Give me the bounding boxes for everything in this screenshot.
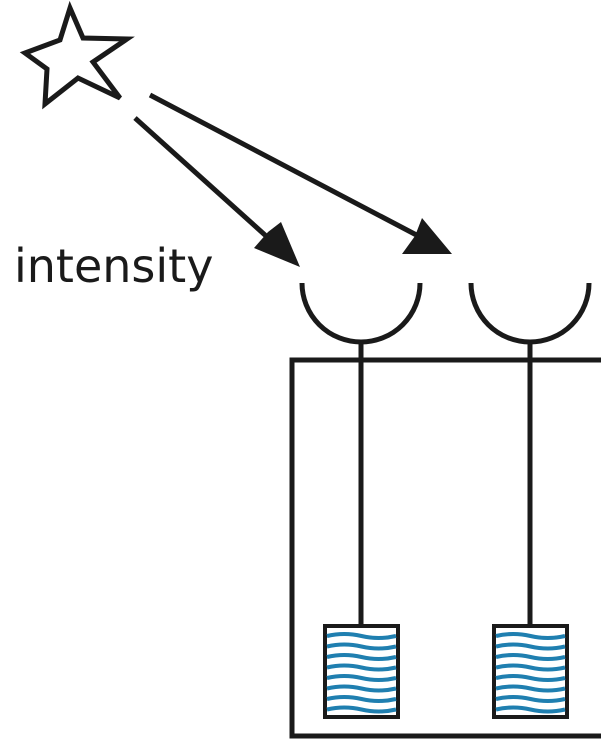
wave-line	[495, 705, 566, 714]
wave-line	[326, 695, 397, 703]
wave-line	[326, 674, 397, 682]
star-icon	[19, 0, 135, 110]
wave-line	[326, 663, 397, 672]
wave-line	[495, 632, 566, 640]
left-receptor-cup	[299, 282, 423, 345]
wave-line	[495, 653, 566, 661]
wave-line	[326, 642, 397, 651]
wave-line	[495, 695, 566, 703]
wave-line	[495, 663, 566, 672]
arrowhead-left	[254, 222, 300, 267]
right-wave-filter	[492, 624, 569, 719]
left-wave-filter	[323, 624, 400, 719]
wave-line	[326, 684, 397, 693]
wave-line	[326, 705, 397, 714]
wave-line	[495, 684, 566, 693]
wave-line	[326, 632, 397, 640]
wave-line	[495, 674, 566, 682]
arrowhead-right	[402, 218, 452, 254]
intensity-label: intensity	[14, 239, 213, 293]
arrow-right	[148, 92, 447, 253]
right-receptor-cup	[468, 282, 592, 345]
wave-line	[326, 653, 397, 661]
wave-line	[495, 642, 566, 651]
container-box	[289, 357, 601, 739]
